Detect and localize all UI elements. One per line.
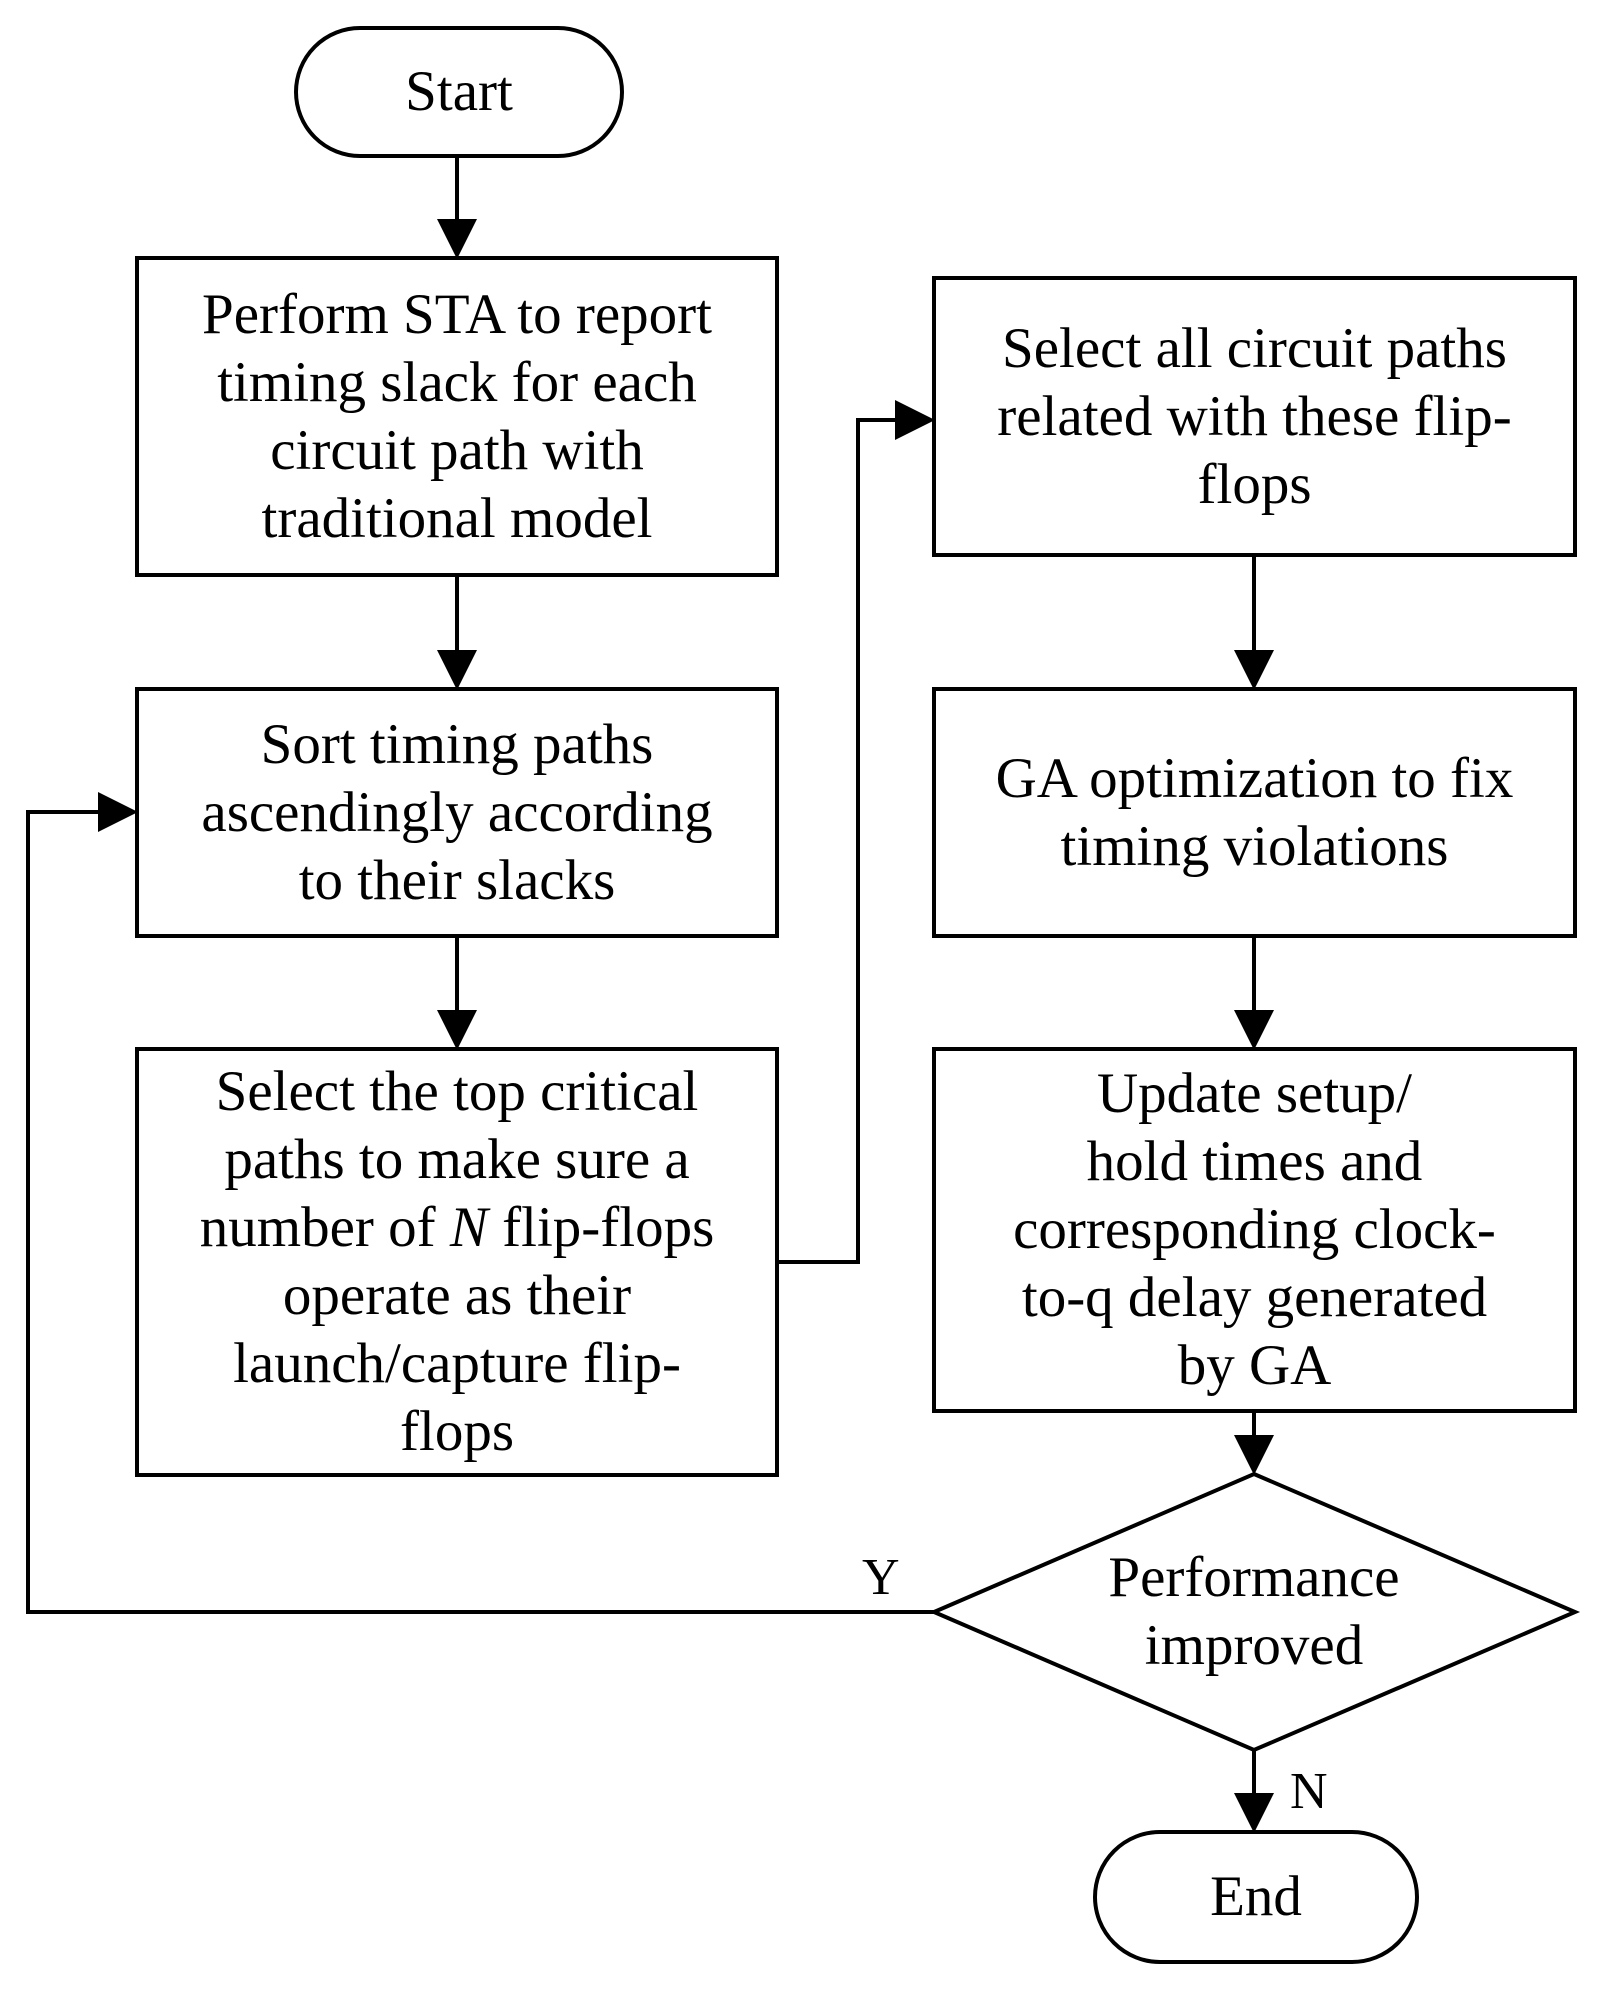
select-top-line-2: paths to make sure a [224, 1128, 690, 1191]
select-top-line-5: launch/capture flip- [233, 1332, 681, 1395]
ga-opt-text: GA optimization to fix timing violations [934, 689, 1575, 936]
update-line-1: Update setup/ [1096, 1062, 1412, 1125]
select-all-line-1: Select all circuit paths [1002, 316, 1507, 380]
select-top-variable-n: N [449, 1196, 488, 1259]
sort-paths-line-3: to their slacks [298, 848, 616, 912]
perform-sta-text: Perform STA to report timing slack for e… [137, 258, 777, 575]
decision-text: Performance improved [1014, 1530, 1494, 1694]
arrow-decision-yes-loop [26, 792, 934, 1614]
ga-opt-line-1: GA optimization to fix [995, 746, 1514, 810]
update-line-3: corresponding clock- [1013, 1198, 1496, 1261]
select-all-line-3: flops [1197, 452, 1312, 516]
start-label: Start [405, 60, 513, 123]
update-text: Update setup/ hold times and correspondi… [934, 1049, 1575, 1411]
select-top-line-3-post: flip-flops [487, 1196, 715, 1259]
update-line-5: by GA [1177, 1334, 1332, 1397]
ga-opt-line-2: timing violations [1060, 814, 1449, 878]
select-top-line-4: operate as their [282, 1264, 632, 1327]
perform-sta-line-2: timing slack for each [217, 350, 697, 414]
select-top-line-3: number of N flip-flops [200, 1194, 715, 1262]
select-top-text: Select the top critical paths to make su… [137, 1049, 777, 1475]
arrow-select-top-to-select-all [777, 400, 935, 1264]
decision-line-1: Performance [1108, 1546, 1400, 1609]
end-label-box: End [1095, 1832, 1417, 1962]
sort-paths-line-1: Sort timing paths [260, 712, 654, 776]
select-top-line-6: flops [400, 1400, 514, 1463]
decision-line-2: improved [1144, 1614, 1364, 1677]
update-line-4: to-q delay generated [1021, 1266, 1488, 1329]
edge-label-no: N [1290, 1763, 1328, 1820]
perform-sta-line-4: traditional model [261, 486, 653, 550]
perform-sta-line-1: Perform STA to report [202, 282, 712, 346]
update-line-2: hold times and [1086, 1130, 1423, 1193]
select-top-line-3-pre: number of [199, 1196, 450, 1259]
sort-paths-text: Sort timing paths ascendingly according … [137, 689, 777, 936]
select-all-line-2: related with these flip- [997, 384, 1512, 448]
end-label: End [1210, 1865, 1302, 1928]
perform-sta-line-3: circuit path with [270, 418, 644, 482]
start-label-box: Start [296, 28, 622, 156]
sort-paths-line-2: ascendingly according [201, 780, 713, 844]
edge-label-yes: Y [862, 1549, 900, 1606]
select-all-text: Select all circuit paths related with th… [934, 278, 1575, 555]
select-top-line-1: Select the top critical [215, 1060, 699, 1123]
